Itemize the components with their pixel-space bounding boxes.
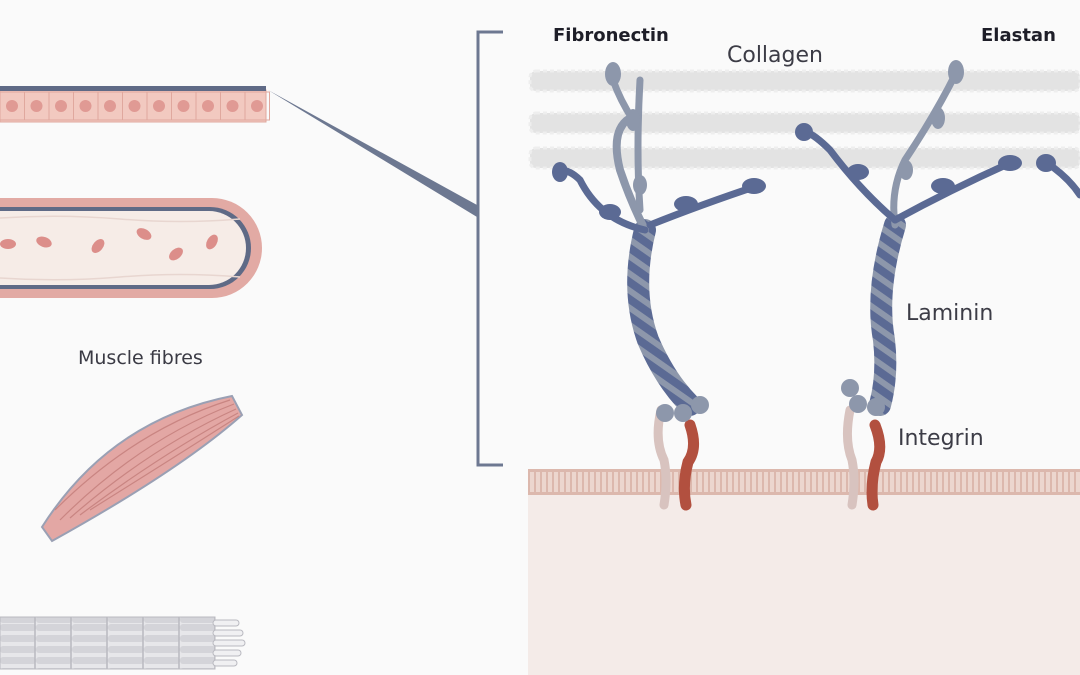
cell-cytoplasm	[528, 494, 1080, 675]
cell-nucleus	[202, 100, 214, 112]
vessel-tube	[0, 198, 262, 298]
protein-complex-2	[795, 60, 1022, 511]
epithelium-layer	[0, 86, 270, 123]
protein-complex-3-partial	[1036, 154, 1080, 199]
fibre-bundle	[0, 616, 246, 670]
red-blood-cell	[136, 228, 152, 240]
cell-nucleus	[30, 100, 43, 112]
cell-nucleus	[128, 100, 141, 112]
cell-nucleus	[177, 100, 190, 112]
cell-nucleus	[55, 100, 67, 112]
cell-nucleus	[79, 100, 92, 112]
cell-nucleus	[153, 100, 165, 112]
cell-nucleus	[226, 100, 239, 112]
red-blood-cell	[36, 236, 52, 248]
red-blood-cell	[91, 239, 105, 253]
elastan-label: Elastan	[981, 25, 1056, 46]
integrin-label: Integrin	[898, 426, 984, 451]
muscle-fibres-label: Muscle fibres	[78, 347, 203, 369]
cell-nucleus	[6, 100, 18, 112]
cell-nucleus	[104, 100, 116, 112]
fibronectin-label: Fibronectin	[553, 25, 669, 46]
red-blood-cell	[0, 239, 16, 249]
collagen-label: Collagen	[727, 43, 823, 68]
muscle-spindle	[40, 394, 244, 543]
zoom-connector	[268, 30, 503, 467]
epithelial-cell	[244, 91, 270, 121]
red-blood-cell	[206, 234, 218, 250]
protein-complex-1	[552, 62, 766, 511]
red-blood-cell	[169, 247, 183, 261]
cell-membrane	[528, 469, 1080, 495]
laminin-label: Laminin	[906, 301, 994, 326]
cell-nucleus	[251, 100, 263, 112]
